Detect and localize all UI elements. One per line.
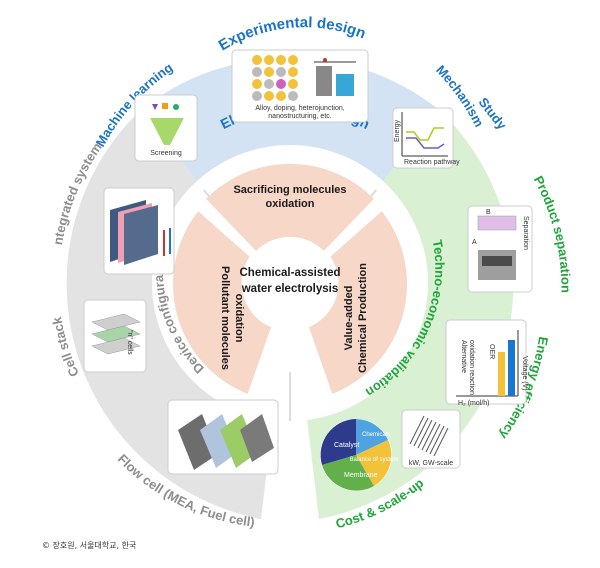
petal-right-line2: Chemical Production: [357, 263, 369, 373]
pie-slice-catalyst: [320, 419, 356, 465]
voltage-bar-yellow: [498, 352, 505, 396]
pie-slice-chemicals: [356, 419, 388, 455]
scale-label: kW, GW-scale: [409, 460, 453, 467]
voltage-axis-label: Voltage (V): [521, 356, 528, 391]
energy-path-icon: [406, 127, 444, 141]
funnel-icon: [150, 118, 184, 145]
heterojunction-icon: [314, 58, 356, 96]
separation-label: Separation: [522, 216, 529, 250]
oer-label: OER: [488, 344, 495, 359]
screening-label: Screening: [150, 150, 182, 157]
energy-efficiency-panel: Alternative oxidation reaction OER H₂ (m…: [445, 319, 528, 407]
separation-panel: A B Separation: [467, 205, 533, 293]
center-title-line2: water electrolysis: [241, 283, 339, 295]
petal-right-line1: Value-added: [343, 286, 355, 351]
pie-label-balance: Balance of system: [349, 457, 398, 463]
electrolyzer-stack-icon: [409, 415, 449, 457]
alloy-caption-line1: Alloy, doping, heterojunction,: [255, 105, 344, 112]
energy-axis-label: Energy: [394, 119, 401, 142]
petal-left-line2: oxidation: [233, 294, 245, 343]
image-credit: © 장호원, 서울대학교, 한국: [42, 540, 136, 550]
sep-a-label: A: [472, 239, 477, 246]
mechanism-panel: Energy Reaction pathway: [392, 107, 460, 169]
screening-panel: Screening: [134, 94, 198, 162]
pie-slice-membrane: [322, 455, 374, 491]
integrated-system-panel: [103, 187, 175, 275]
alloy-panel: Alloy, doping, heterojunction, nanostruc…: [231, 49, 369, 123]
reaction-axis-label: Reaction pathway: [404, 159, 460, 166]
h2-axis-label: H₂ (mol/h): [458, 400, 490, 407]
experimental-design-title: Experimental design: [216, 14, 368, 54]
center-circle: [244, 237, 336, 329]
sep-b-label: B: [486, 209, 491, 216]
flow-plate-icon: [178, 414, 218, 470]
petal-right: [308, 211, 407, 394]
atom-grid-icon: [252, 55, 298, 101]
shape-icon: [152, 104, 158, 110]
product-separation-title: Product separation: [531, 173, 574, 293]
flow-cell-panel: [167, 399, 279, 475]
center-title-line1: Chemical-assisted: [240, 267, 341, 279]
cells-label: "n" cells: [126, 330, 133, 355]
petal-top-line2: oxidation: [266, 198, 315, 210]
scale-up-panel: kW, GW-scale: [401, 409, 461, 469]
alloy-caption-line2: nanostructuring, etc.: [268, 113, 331, 120]
alt-oxidation-line2: oxidation reaction: [468, 340, 475, 395]
petal-left: [173, 211, 272, 394]
pie-label-chemicals: Chemicals: [362, 432, 390, 438]
pie-slice-balance: [356, 440, 392, 486]
petal-top-line1: Sacrificing molecules: [233, 184, 346, 196]
pie-label-membrane: Membrane: [344, 472, 378, 479]
petal-left-line1: Pollutant molecules: [219, 266, 231, 370]
petal-top: [206, 163, 374, 251]
voltage-bar-blue: [508, 340, 515, 396]
cost-pie-panel: Catalyst Chemicals Balance of system Mem…: [320, 419, 399, 491]
cell-stack-panel: "n" cells: [83, 299, 147, 373]
alt-oxidation-line1: Alternative: [460, 340, 467, 373]
pie-label-catalyst: Catalyst: [334, 442, 359, 449]
